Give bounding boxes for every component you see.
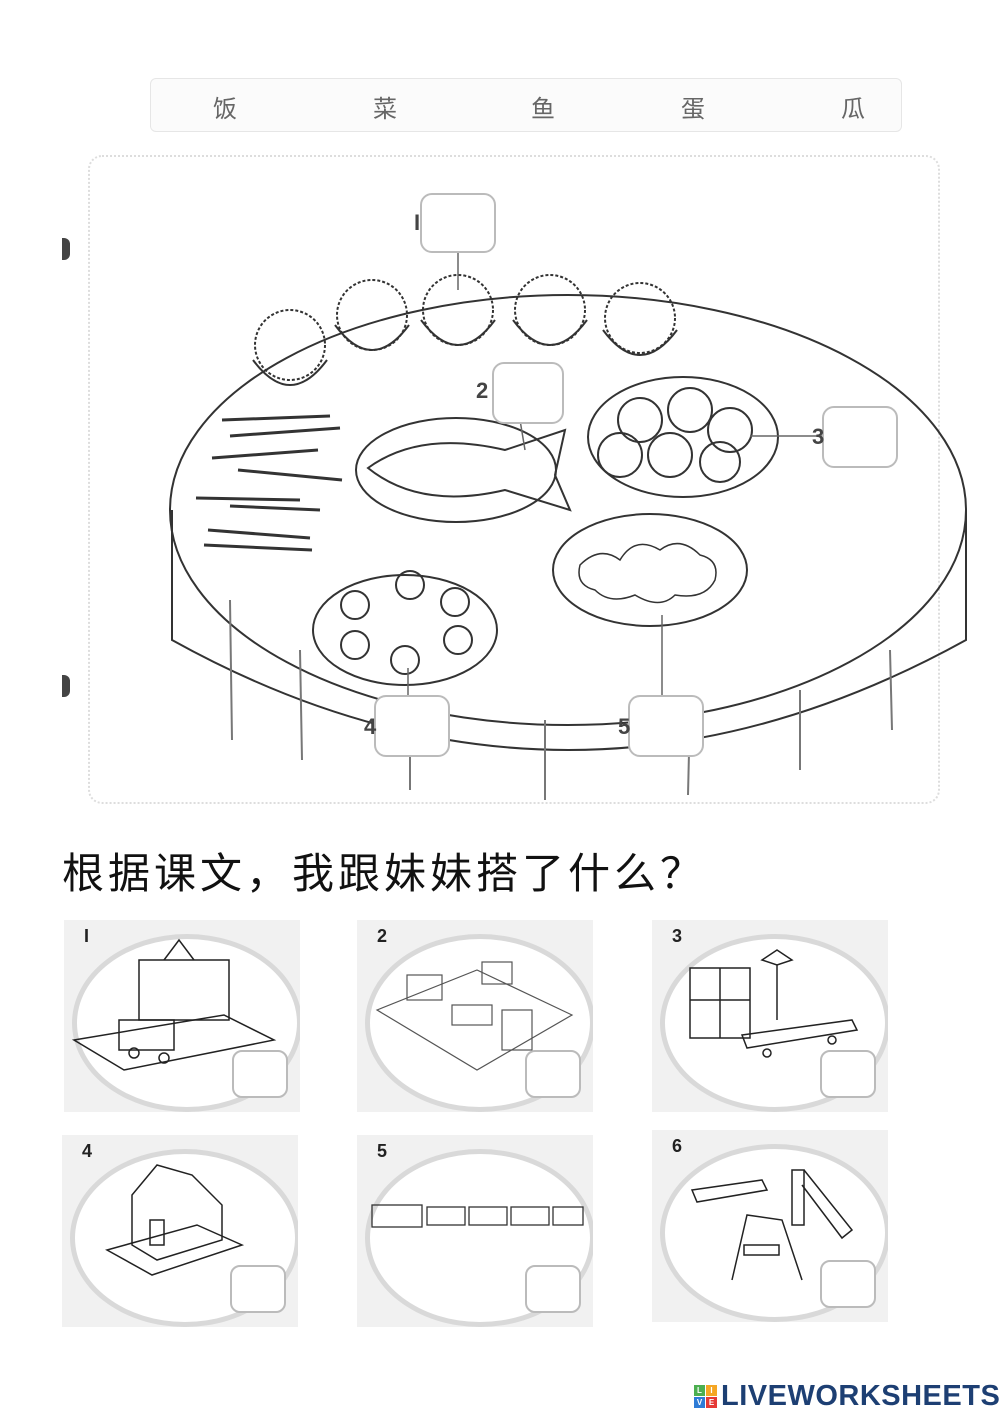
binder-tab (62, 238, 70, 260)
house-blocks-icon (105, 1164, 245, 1276)
card-3: 3 (652, 920, 888, 1112)
answer-box-3[interactable] (822, 406, 898, 468)
word-rice[interactable]: 饭 (213, 95, 237, 123)
card-number: I (84, 926, 90, 946)
label-4: 4 (364, 714, 377, 739)
answer-box-2[interactable] (492, 362, 564, 424)
table-illustration (169, 245, 967, 800)
label-5: 5 (618, 714, 631, 739)
word-bank: 饭 菜 鱼 蛋 瓜 (150, 78, 902, 132)
card-number: 2 (377, 926, 388, 946)
school-bus-blocks-icon (71, 938, 277, 1071)
label-2: 2 (476, 378, 489, 403)
card-number: 3 (672, 926, 683, 946)
card-number: 4 (82, 1141, 93, 1161)
word-fish[interactable]: 鱼 (531, 95, 555, 123)
card-answer-box-6[interactable] (820, 1260, 876, 1308)
playground-blocks-icon (690, 1169, 854, 1281)
card-number: 6 (672, 1136, 683, 1156)
word-vegetable[interactable]: 菜 (373, 95, 397, 123)
card-answer-box-5[interactable] (525, 1265, 581, 1313)
card-5: 5 (357, 1135, 593, 1327)
answer-box-1[interactable] (420, 193, 496, 253)
card-answer-box-3[interactable] (820, 1050, 876, 1098)
card-answer-box-4[interactable] (230, 1265, 286, 1313)
answer-box-4[interactable] (374, 695, 450, 757)
question-heading: 根据课文，我跟妹妹搭了什么？ (62, 849, 707, 898)
card-1: I (64, 920, 300, 1112)
card-number: 5 (377, 1141, 388, 1161)
binder-tab (62, 675, 70, 697)
furniture-blocks-icon (375, 961, 574, 1071)
airplane-tower-blocks-icon (689, 949, 859, 1058)
card-answer-box-2[interactable] (525, 1050, 581, 1098)
train-blocks-icon (371, 1204, 584, 1228)
card-4: 4 (62, 1135, 298, 1327)
card-6: 6 (652, 1130, 888, 1322)
label-1: I (414, 210, 421, 235)
word-melon[interactable]: 瓜 (841, 95, 865, 123)
card-answer-box-1[interactable] (232, 1050, 288, 1098)
answer-box-5[interactable] (628, 695, 704, 757)
logo-tiles-icon: L I V E (694, 1385, 717, 1408)
label-3: 3 (812, 424, 825, 449)
dining-table-scene (88, 155, 940, 804)
card-2: 2 (357, 920, 593, 1112)
brand-name: LIVEWORKSHEETS (721, 1380, 1000, 1412)
liveworksheets-logo: L I V E LIVEWORKSHEETS (694, 1380, 1000, 1413)
word-egg[interactable]: 蛋 (681, 95, 705, 123)
